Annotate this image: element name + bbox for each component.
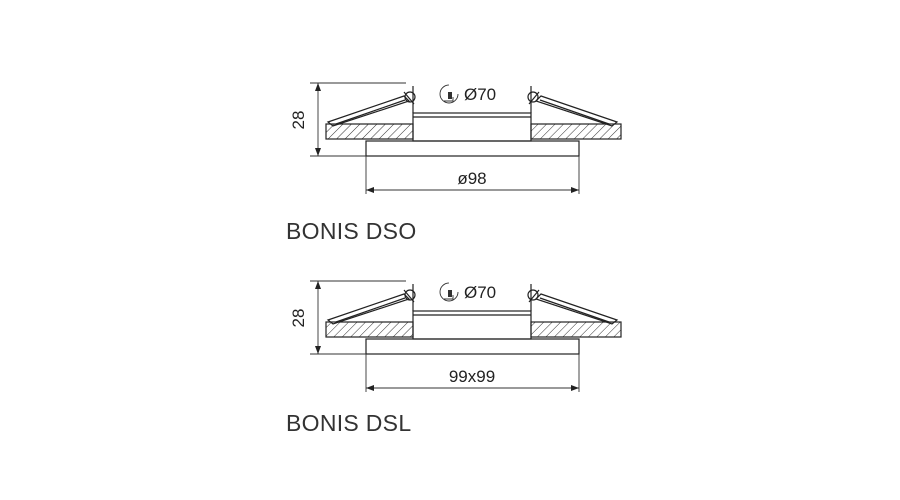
trim-ring [365, 140, 580, 157]
spring-clip-right [527, 86, 619, 127]
outer-dimension: ø98 [365, 156, 580, 194]
ceiling-panel-left [325, 123, 414, 140]
cutout-spec: Ø70 [439, 84, 496, 104]
height-label: 28 [289, 111, 308, 130]
cutout-diameter-label: Ø70 [464, 85, 496, 104]
ceiling-panel-right [530, 123, 622, 140]
hole-saw-icon [439, 282, 459, 302]
drawing-bonis-dso: 28 Ø70 ø98 [289, 82, 622, 194]
spring-clip-left [326, 86, 416, 127]
height-label: 28 [289, 309, 308, 328]
outer-diameter-label: ø98 [457, 169, 486, 188]
drawing-bonis-dsl: 28 Ø70 99x99 [289, 280, 622, 392]
trim-square [365, 338, 580, 355]
outer-dimension: 99x99 [365, 354, 580, 392]
product-name-dsl: BONIS DSL [286, 410, 412, 436]
height-dimension: 28 [289, 82, 406, 157]
hole-saw-icon [439, 84, 459, 104]
spring-clip-left [326, 284, 416, 325]
outer-size-label: 99x99 [449, 367, 495, 386]
cutout-diameter-label: Ø70 [464, 283, 496, 302]
ceiling-panel-right [530, 321, 622, 338]
height-dimension: 28 [289, 280, 406, 355]
cutout-spec: Ø70 [439, 282, 496, 302]
product-name-dso: BONIS DSO [286, 218, 417, 244]
ceiling-panel-left [325, 321, 414, 338]
spring-clip-right [527, 284, 619, 325]
